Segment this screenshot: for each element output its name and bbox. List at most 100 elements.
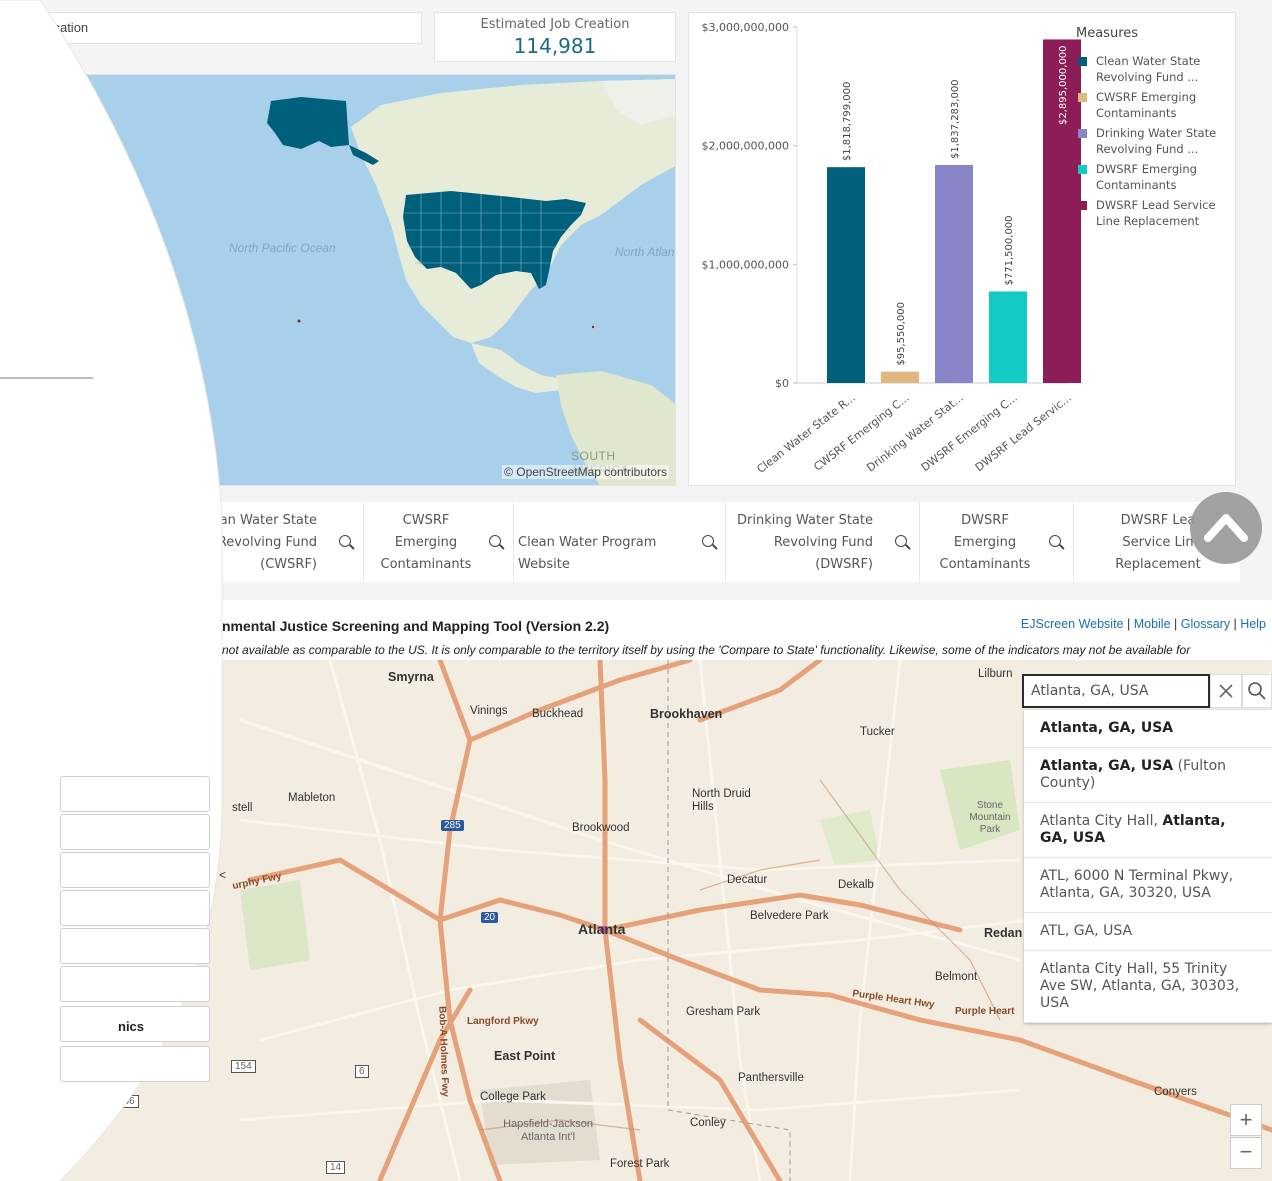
collapse-panel-button[interactable]: < — [219, 868, 227, 882]
bar — [827, 167, 865, 383]
scroll-to-top-button[interactable] — [1190, 492, 1262, 564]
measure-label: DWSRF Emerging Contaminants — [920, 510, 1050, 576]
ocean-label: North Atlan — [615, 245, 675, 259]
legend-label: CWSRF Emerging Contaminants — [1096, 90, 1197, 120]
y-tick-label: $1,000,000,000 — [702, 258, 789, 271]
funding-chart-card: $0$1,000,000,000$2,000,000,000$3,000,000… — [688, 12, 1236, 486]
place-label: Atlanta — [578, 921, 626, 937]
link-mobile[interactable]: Mobile — [1133, 617, 1171, 631]
search-icon[interactable] — [1049, 535, 1061, 547]
ejscreen-notice: not available as comparable to the US. I… — [222, 643, 1191, 657]
bar — [1043, 39, 1081, 384]
map-attribution[interactable]: © OpenStreetMap contributors — [502, 465, 669, 479]
measure-line: Emerging — [953, 535, 1017, 550]
measure-line: DWSRF — [961, 513, 1009, 528]
panel-button[interactable] — [60, 1006, 210, 1042]
ocean-label: North Pacific Ocean — [229, 241, 336, 255]
legend-label: DWSRF Lead Service Line Replacement — [1096, 198, 1216, 228]
suggestion-detail: Atlanta City Hall, — [1040, 813, 1163, 829]
suggestion-item[interactable]: Atlanta City Hall, 55 Trinity Ave SW, At… — [1024, 951, 1272, 1023]
bar — [989, 291, 1027, 383]
bar-data-label: $1,837,283,000 — [950, 79, 961, 159]
legend-item[interactable]: CWSRF Emerging Contaminants — [1076, 89, 1236, 121]
measure-dwsrf[interactable]: Drinking Water State Revolving Fund (DWS… — [726, 502, 920, 582]
panel-button[interactable] — [60, 776, 210, 812]
measure-dwsrf-lead[interactable]: DWSRF Lea Service Lin Replacement — [1074, 502, 1240, 582]
legend-item[interactable]: Clean Water State Revolving Fund ... — [1076, 53, 1236, 85]
search-icon[interactable] — [339, 535, 351, 547]
suggestion-item[interactable]: Atlanta, GA, USA — [1024, 710, 1272, 748]
panel-button[interactable] — [60, 966, 210, 1002]
clear-search-button[interactable] — [1210, 674, 1242, 708]
place-label: Tucker — [860, 726, 895, 738]
measure-line: Revolving Fund — [773, 535, 873, 550]
measure-line: Website — [518, 557, 570, 572]
place-label: Belmont — [935, 971, 978, 983]
x-tick-label: DWSRF Lead Servic... — [973, 391, 1074, 474]
measure-cwsrf-emerging[interactable]: CWSRF Emerging Contaminants — [364, 502, 514, 582]
search-icon[interactable] — [489, 535, 501, 547]
interstate-shield: 20 — [481, 912, 499, 923]
measure-line: Contaminants — [380, 557, 472, 572]
bar-data-label: $2,895,000,000 — [1058, 45, 1069, 125]
search-button[interactable] — [1242, 674, 1272, 708]
link-help[interactable]: Help — [1240, 617, 1266, 631]
legend-swatch — [1078, 129, 1087, 138]
y-tick-label: $2,000,000,000 — [702, 140, 789, 153]
suggestion-item[interactable]: ATL, GA, USA — [1024, 913, 1272, 951]
location-search-box[interactable] — [1022, 674, 1210, 708]
place-label: Decatur — [727, 874, 768, 886]
panel-button[interactable] — [60, 928, 210, 964]
legend-item[interactable]: DWSRF Lead Service Line Replacement — [1076, 197, 1236, 229]
search-icon[interactable] — [895, 535, 907, 547]
legend-title: Measures — [1076, 26, 1139, 41]
route-shield: 154 — [231, 1060, 256, 1073]
suggestion-match: Atlanta, GA, USA — [1040, 813, 1226, 846]
conus-shape — [403, 191, 586, 289]
link-glossary[interactable]: Glossary — [1180, 617, 1231, 631]
suggestion-match: Atlanta, GA, USA — [1040, 758, 1174, 774]
measure-clean-water-website[interactable]: Clean Water Program Website — [514, 502, 726, 582]
place-label: Forest Park — [610, 1158, 670, 1170]
place-label: Smyrna — [388, 670, 434, 684]
x-tick-label: DWSRF Emerging C... — [919, 391, 1020, 474]
place-label: Belvedere Park — [750, 910, 829, 922]
link-ejscreen-website[interactable]: EJScreen Website — [1020, 617, 1124, 631]
location-search-input[interactable] — [1024, 676, 1208, 706]
panel-button[interactable] — [60, 814, 210, 850]
ejscreen-links: EJScreen Website | Mobile | Glossary | H… — [1020, 617, 1266, 631]
legend-swatch — [1078, 93, 1087, 102]
panel-button[interactable] — [60, 1046, 210, 1082]
job-creation-label: Estimated Job Creation — [480, 17, 630, 32]
search-icon[interactable] — [702, 535, 714, 547]
measure-line: (CWSRF) — [260, 557, 317, 572]
suggestion-detail: Atlanta City Hall, 55 Trinity Ave SW, At… — [1040, 961, 1240, 1011]
side-panel-shape — [0, 0, 223, 1181]
job-creation-value: 114,981 — [513, 34, 597, 58]
place-label: stell — [232, 802, 253, 814]
zoom-in-button[interactable]: + — [1230, 1104, 1262, 1136]
suggestion-detail: ATL, GA, USA — [1040, 923, 1133, 939]
suggestion-item[interactable]: ATL, 6000 N Terminal Pkwy, Atlanta, GA, … — [1024, 858, 1272, 913]
place-label: Panthersville — [738, 1072, 804, 1084]
x-tick-label: CWSRF Emerging C... — [811, 391, 912, 474]
place-label: Brookhaven — [650, 707, 723, 721]
suggestion-detail: (Fulton County) — [1040, 758, 1227, 791]
measure-cwsrf[interactable]: lean Water State Revolving Fund (CWSRF) — [0, 502, 364, 582]
measure-dwsrf-emerging[interactable]: DWSRF Emerging Contaminants — [920, 502, 1074, 582]
zoom-out-button[interactable]: − — [1230, 1137, 1262, 1169]
legend-item[interactable]: Drinking Water State Revolving Fund ... — [1076, 125, 1236, 157]
legend-item[interactable]: DWSRF Emerging Contaminants — [1076, 161, 1236, 193]
location-card[interactable]: Location — [0, 12, 422, 44]
bar-data-label: $771,500,000 — [1004, 215, 1015, 285]
panel-button[interactable] — [60, 890, 210, 926]
suggestion-item[interactable]: Atlanta City Hall, Atlanta, GA, USA — [1024, 803, 1272, 858]
suggestion-item[interactable]: Atlanta, GA, USA (Fulton County) — [1024, 748, 1272, 803]
alaska-shape — [267, 97, 349, 149]
measure-line: lean Water State — [208, 513, 317, 528]
y-tick-label: $3,000,000,000 — [702, 21, 789, 34]
job-creation-card: Estimated Job Creation 114,981 — [434, 12, 676, 62]
measure-label: DWSRF Lea Service Lin Replacement — [1074, 510, 1242, 576]
chart-legend: Measures Clean Water State Revolving Fun… — [1076, 26, 1236, 233]
panel-button[interactable] — [60, 852, 210, 888]
